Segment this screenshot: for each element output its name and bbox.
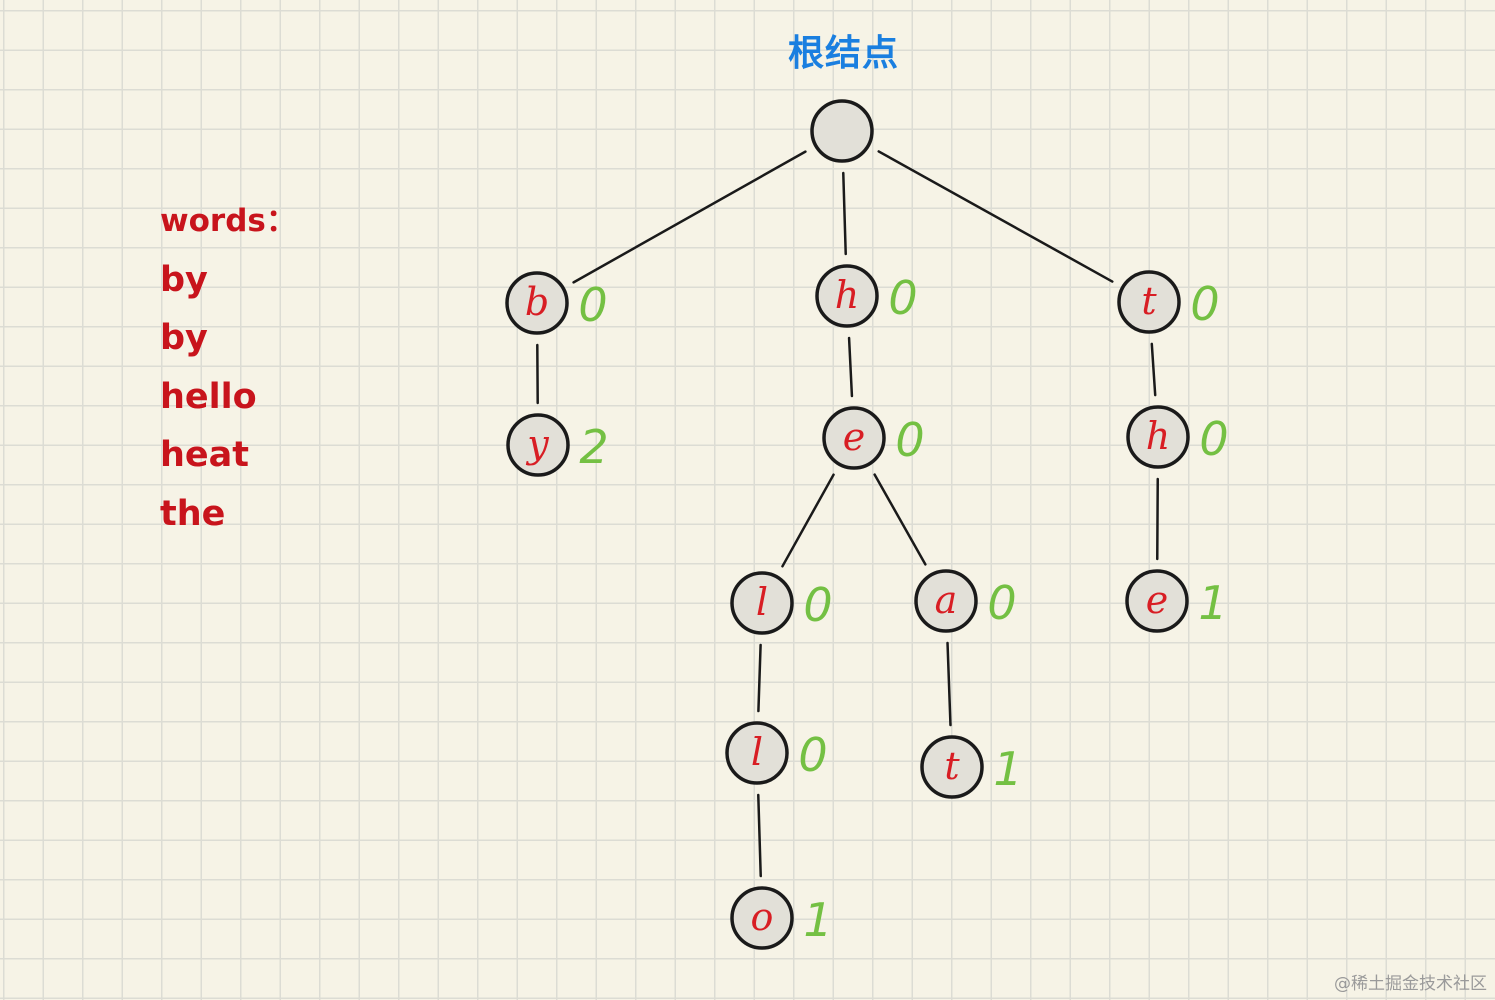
node-letter: t xyxy=(944,744,960,788)
trie-edge xyxy=(757,643,762,713)
word-item: by xyxy=(160,318,208,358)
trie-edge xyxy=(781,473,835,568)
node-count: 0 xyxy=(987,576,1016,630)
node-count: 0 xyxy=(1190,277,1219,331)
node-letter: l xyxy=(751,730,763,774)
trie-edge xyxy=(946,641,952,727)
node-circle xyxy=(1126,405,1190,469)
node-count: 0 xyxy=(798,728,827,782)
node-circle xyxy=(506,413,570,477)
node-letter: y xyxy=(525,422,549,466)
node-count: 0 xyxy=(895,413,924,467)
words-list: words： by by hello heat the xyxy=(160,192,297,543)
node-circle xyxy=(730,886,794,950)
watermark: @稀土掘金技术社区 xyxy=(1334,974,1487,994)
word-item: the xyxy=(160,493,226,534)
node-count: 0 xyxy=(1199,412,1228,466)
node-letter: h xyxy=(835,273,859,317)
word-item: hello xyxy=(160,376,257,417)
node-letter: e xyxy=(843,415,866,459)
trie-edge xyxy=(873,473,927,566)
node-circle xyxy=(815,264,879,328)
trie-edge xyxy=(877,150,1114,283)
node-count: 1 xyxy=(803,893,832,947)
word-item: heat xyxy=(160,435,250,475)
word-item: by xyxy=(160,259,208,300)
trie-edge xyxy=(847,336,854,398)
node-circle xyxy=(730,571,794,635)
root-node xyxy=(810,99,874,163)
words-list-title: words： xyxy=(160,203,297,239)
node-circle xyxy=(1117,270,1181,334)
node-letter: e xyxy=(1146,578,1169,622)
node-letter: a xyxy=(935,578,958,622)
node-circle xyxy=(1125,569,1189,633)
root-node-label: 根结点 xyxy=(788,33,900,74)
node-count: 0 xyxy=(803,578,832,632)
node-count: 0 xyxy=(578,278,607,332)
trie-edges xyxy=(536,150,1159,878)
trie-edge xyxy=(1150,342,1157,397)
trie-edge xyxy=(572,150,807,284)
trie-edge xyxy=(757,793,762,878)
node-count: 1 xyxy=(993,742,1022,796)
node-letter: l xyxy=(756,580,768,624)
node-count: 0 xyxy=(888,271,917,325)
node-circle xyxy=(810,99,874,163)
node-circle xyxy=(725,721,789,785)
node-count: 2 xyxy=(579,420,608,474)
node-letter: o xyxy=(751,895,774,939)
node-circle xyxy=(505,271,569,335)
node-letter: h xyxy=(1146,414,1170,458)
node-circle xyxy=(914,569,978,633)
node-circle xyxy=(822,406,886,470)
node-count: 1 xyxy=(1198,576,1227,630)
trie-edge xyxy=(842,171,847,256)
node-letter: t xyxy=(1141,279,1157,323)
node-circle xyxy=(920,735,984,799)
node-letter: b xyxy=(525,280,549,324)
